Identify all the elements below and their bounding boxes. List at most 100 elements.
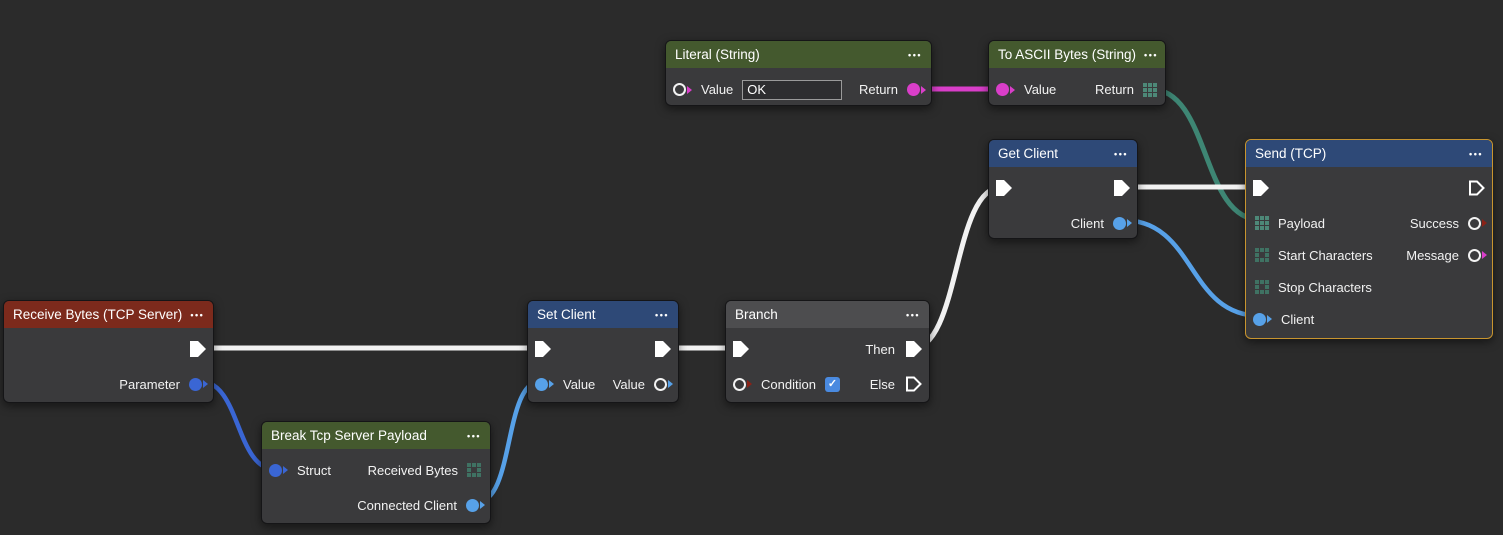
node-receive-bytes-tcp-server[interactable]: Receive Bytes (TCP Server) ••• Parameter <box>3 300 214 403</box>
client-pin-icon <box>466 498 479 512</box>
node-get-client[interactable]: Get Client ••• Client <box>988 139 1138 239</box>
exec-out-pin[interactable] <box>653 339 673 359</box>
received-bytes-pin-label: Received Bytes <box>367 462 458 478</box>
client-pin-icon <box>1253 312 1266 326</box>
exec-out-pin[interactable] <box>1467 178 1487 198</box>
client-pin-label: Client <box>1281 311 1315 327</box>
else-exec-out-pin[interactable] <box>904 374 924 394</box>
parameter-output-pin[interactable] <box>189 377 208 391</box>
return-pin-label: Return <box>1094 82 1134 97</box>
node-title: Break Tcp Server Payload <box>271 428 427 443</box>
message-output-pin[interactable] <box>1468 248 1487 262</box>
node-title: Branch <box>735 307 778 322</box>
pin-notch-icon <box>1267 315 1272 323</box>
pin-notch-icon <box>747 380 752 388</box>
pin-notch-icon <box>549 380 554 388</box>
value-pin-label: Value <box>1024 82 1057 97</box>
node-menu-icon[interactable]: ••• <box>1469 148 1483 159</box>
client-pin-label: Client <box>1070 215 1104 231</box>
condition-input-pin[interactable] <box>733 377 752 391</box>
pin-notch-icon <box>668 380 673 388</box>
node-header[interactable]: Receive Bytes (TCP Server) ••• <box>4 301 213 328</box>
success-pin-label: Success <box>1409 215 1459 231</box>
exec-out-pin[interactable] <box>1112 178 1132 198</box>
node-title: Literal (String) <box>675 47 760 62</box>
node-to-ascii-bytes[interactable]: To ASCII Bytes (String) ••• Value Return <box>988 40 1166 106</box>
exec-in-pin[interactable] <box>731 339 751 359</box>
value-input-pin[interactable] <box>996 83 1015 96</box>
pin-notch-icon <box>1482 251 1487 259</box>
node-literal-string[interactable]: Literal (String) ••• Value Return <box>665 40 932 106</box>
client-output-pin[interactable] <box>1113 216 1132 230</box>
exec-out-pin[interactable] <box>188 339 208 359</box>
string-pin-icon <box>996 83 1009 96</box>
node-header[interactable]: To ASCII Bytes (String) ••• <box>989 41 1165 68</box>
node-title: Set Client <box>537 307 596 322</box>
message-pin-label: Message <box>1406 247 1459 263</box>
start-characters-array-pin-icon[interactable] <box>1255 248 1269 262</box>
wire-getclient-client-to-send-client[interactable] <box>1119 217 1264 319</box>
start-characters-pin-label: Start Characters <box>1278 247 1373 263</box>
node-header[interactable]: Literal (String) ••• <box>666 41 931 68</box>
node-header[interactable]: Set Client ••• <box>528 301 678 328</box>
node-menu-icon[interactable]: ••• <box>906 309 920 320</box>
client-pin-icon <box>654 377 667 391</box>
struct-input-pin[interactable] <box>269 463 288 477</box>
exec-in-pin[interactable] <box>533 339 553 359</box>
node-header[interactable]: Get Client ••• <box>989 140 1137 167</box>
node-title: Send (TCP) <box>1255 146 1327 161</box>
node-menu-icon[interactable]: ••• <box>655 309 669 320</box>
node-menu-icon[interactable]: ••• <box>190 309 205 320</box>
bytes-array-pin-icon[interactable] <box>1143 82 1157 97</box>
node-send-tcp[interactable]: Send (TCP) ••• <box>1245 139 1493 339</box>
wire-ascii-return-to-send-payload[interactable] <box>1147 86 1264 223</box>
return-pin-label: Return <box>858 82 898 97</box>
pin-notch-icon <box>1482 219 1487 227</box>
then-pin-label: Then <box>865 341 895 357</box>
value-input-pin[interactable] <box>673 83 692 96</box>
node-header[interactable]: Break Tcp Server Payload ••• <box>262 422 490 449</box>
pin-notch-icon <box>1010 85 1015 94</box>
node-title: To ASCII Bytes (String) <box>998 47 1137 62</box>
connected-client-pin-label: Connected Client <box>357 497 457 513</box>
struct-pin-icon <box>269 463 282 477</box>
value-pin-label: Value <box>701 82 734 97</box>
then-exec-out-pin[interactable] <box>904 339 924 359</box>
exec-in-pin[interactable] <box>1251 178 1271 198</box>
connected-client-output-pin[interactable] <box>466 498 485 512</box>
return-output-pin[interactable] <box>907 83 926 96</box>
pin-notch-icon <box>203 380 208 388</box>
pin-notch-icon <box>283 466 288 474</box>
condition-pin-label: Condition <box>761 376 816 392</box>
value-output-pin[interactable] <box>654 377 673 391</box>
node-menu-icon[interactable]: ••• <box>1114 148 1128 159</box>
node-header[interactable]: Send (TCP) ••• <box>1246 140 1492 167</box>
bool-pin-icon <box>733 377 746 391</box>
pin-notch-icon <box>687 85 692 94</box>
value-out-pin-label: Value <box>612 376 645 392</box>
received-bytes-array-pin-icon[interactable] <box>467 463 481 477</box>
struct-pin-icon <box>189 377 202 391</box>
node-set-client[interactable]: Set Client ••• <box>527 300 679 403</box>
node-branch[interactable]: Branch ••• Then <box>725 300 930 403</box>
else-pin-label: Else <box>869 376 895 392</box>
pin-notch-icon <box>1127 219 1132 227</box>
stop-characters-pin-label: Stop Characters <box>1278 279 1372 295</box>
node-menu-icon[interactable]: ••• <box>908 49 922 60</box>
client-input-pin[interactable] <box>1253 312 1272 326</box>
node-header[interactable]: Branch ••• <box>726 301 929 328</box>
payload-array-pin-icon[interactable] <box>1255 216 1269 230</box>
node-title: Get Client <box>998 146 1059 161</box>
literal-value-input[interactable] <box>742 79 843 100</box>
success-output-pin[interactable] <box>1468 216 1487 230</box>
exec-in-pin[interactable] <box>994 178 1014 198</box>
node-title: Receive Bytes (TCP Server) <box>13 307 183 322</box>
condition-checkbox[interactable]: ✓ <box>824 376 840 392</box>
node-break-tcp-server-payload[interactable]: Break Tcp Server Payload ••• Struct Rece… <box>261 421 491 524</box>
node-menu-icon[interactable]: ••• <box>1144 49 1158 60</box>
stop-characters-array-pin-icon[interactable] <box>1255 280 1269 294</box>
value-input-pin[interactable] <box>535 377 554 391</box>
value-in-pin-label: Value <box>563 376 596 392</box>
node-menu-icon[interactable]: ••• <box>467 430 481 441</box>
